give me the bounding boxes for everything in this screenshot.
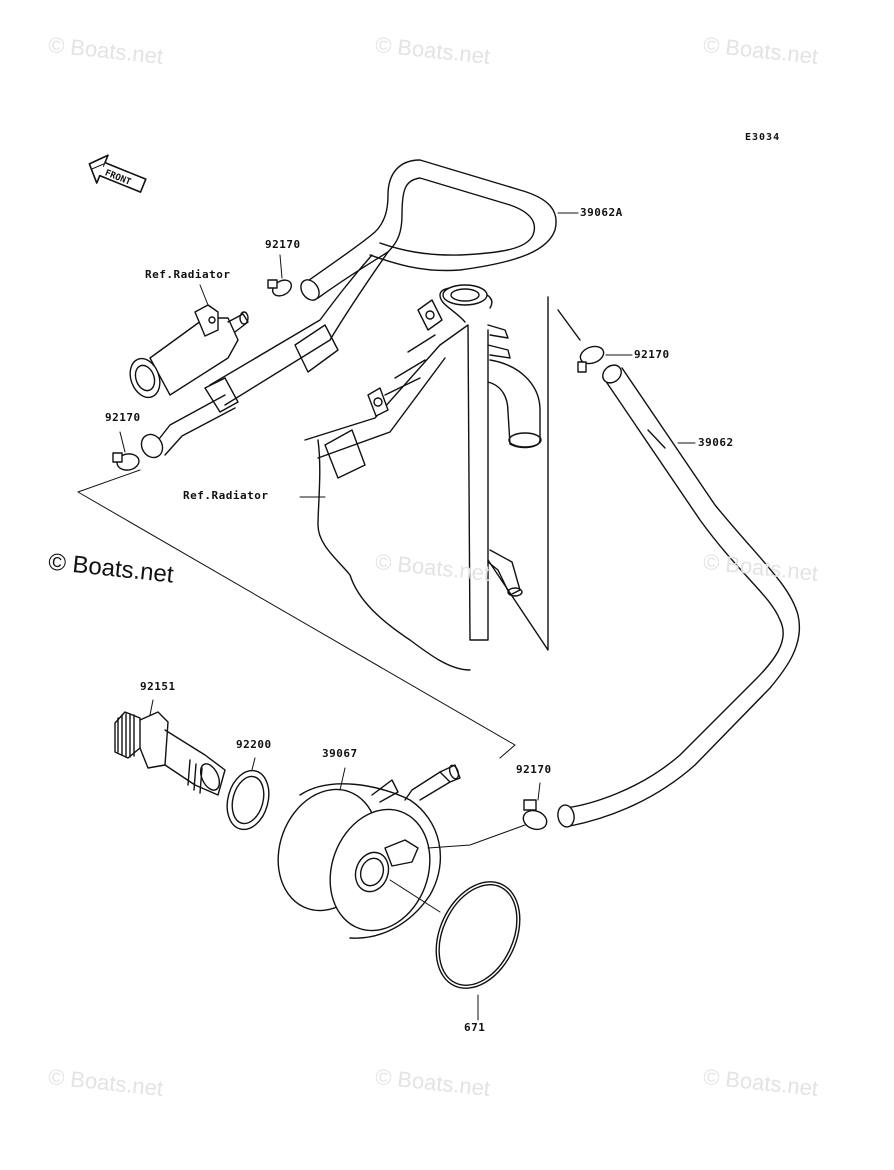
part-label-92170-left[interactable]: 92170 (105, 411, 141, 424)
oil-cooler-39067 (277, 764, 461, 939)
part-label-39062[interactable]: 39062 (698, 436, 734, 449)
radiator-fitting (129, 304, 249, 399)
part-label-39062a[interactable]: 39062A (580, 206, 623, 219)
hose-39062a (140, 159, 557, 459)
fitting-92151 (114, 711, 226, 796)
part-label-92170-right[interactable]: 92170 (634, 348, 670, 361)
oring-671 (435, 881, 521, 989)
leader-lines (77, 212, 696, 1021)
oring-92200 (226, 769, 270, 831)
part-label-39067[interactable]: 39067 (322, 747, 358, 760)
front-arrow-icon: FRONT (88, 154, 147, 193)
part-label-92151[interactable]: 92151 (140, 680, 176, 693)
clamp-92170-right (577, 345, 605, 373)
hose-39062 (557, 364, 801, 828)
diagram-code: E3034 (745, 132, 781, 143)
ref-radiator-label-mid: Ref.Radiator (183, 489, 269, 502)
part-label-671[interactable]: 671 (464, 1021, 486, 1034)
part-label-92170-top[interactable]: 92170 (265, 238, 301, 251)
clamp-92170-left (112, 452, 140, 471)
clamp-92170-bottom (522, 799, 548, 831)
ref-radiator-label-top: Ref.Radiator (145, 268, 231, 281)
part-label-92200[interactable]: 92200 (236, 738, 272, 751)
radiator-outline (304, 284, 581, 671)
part-label-92170-bottom[interactable]: 92170 (516, 763, 552, 776)
clamp-92170-top (267, 279, 293, 297)
